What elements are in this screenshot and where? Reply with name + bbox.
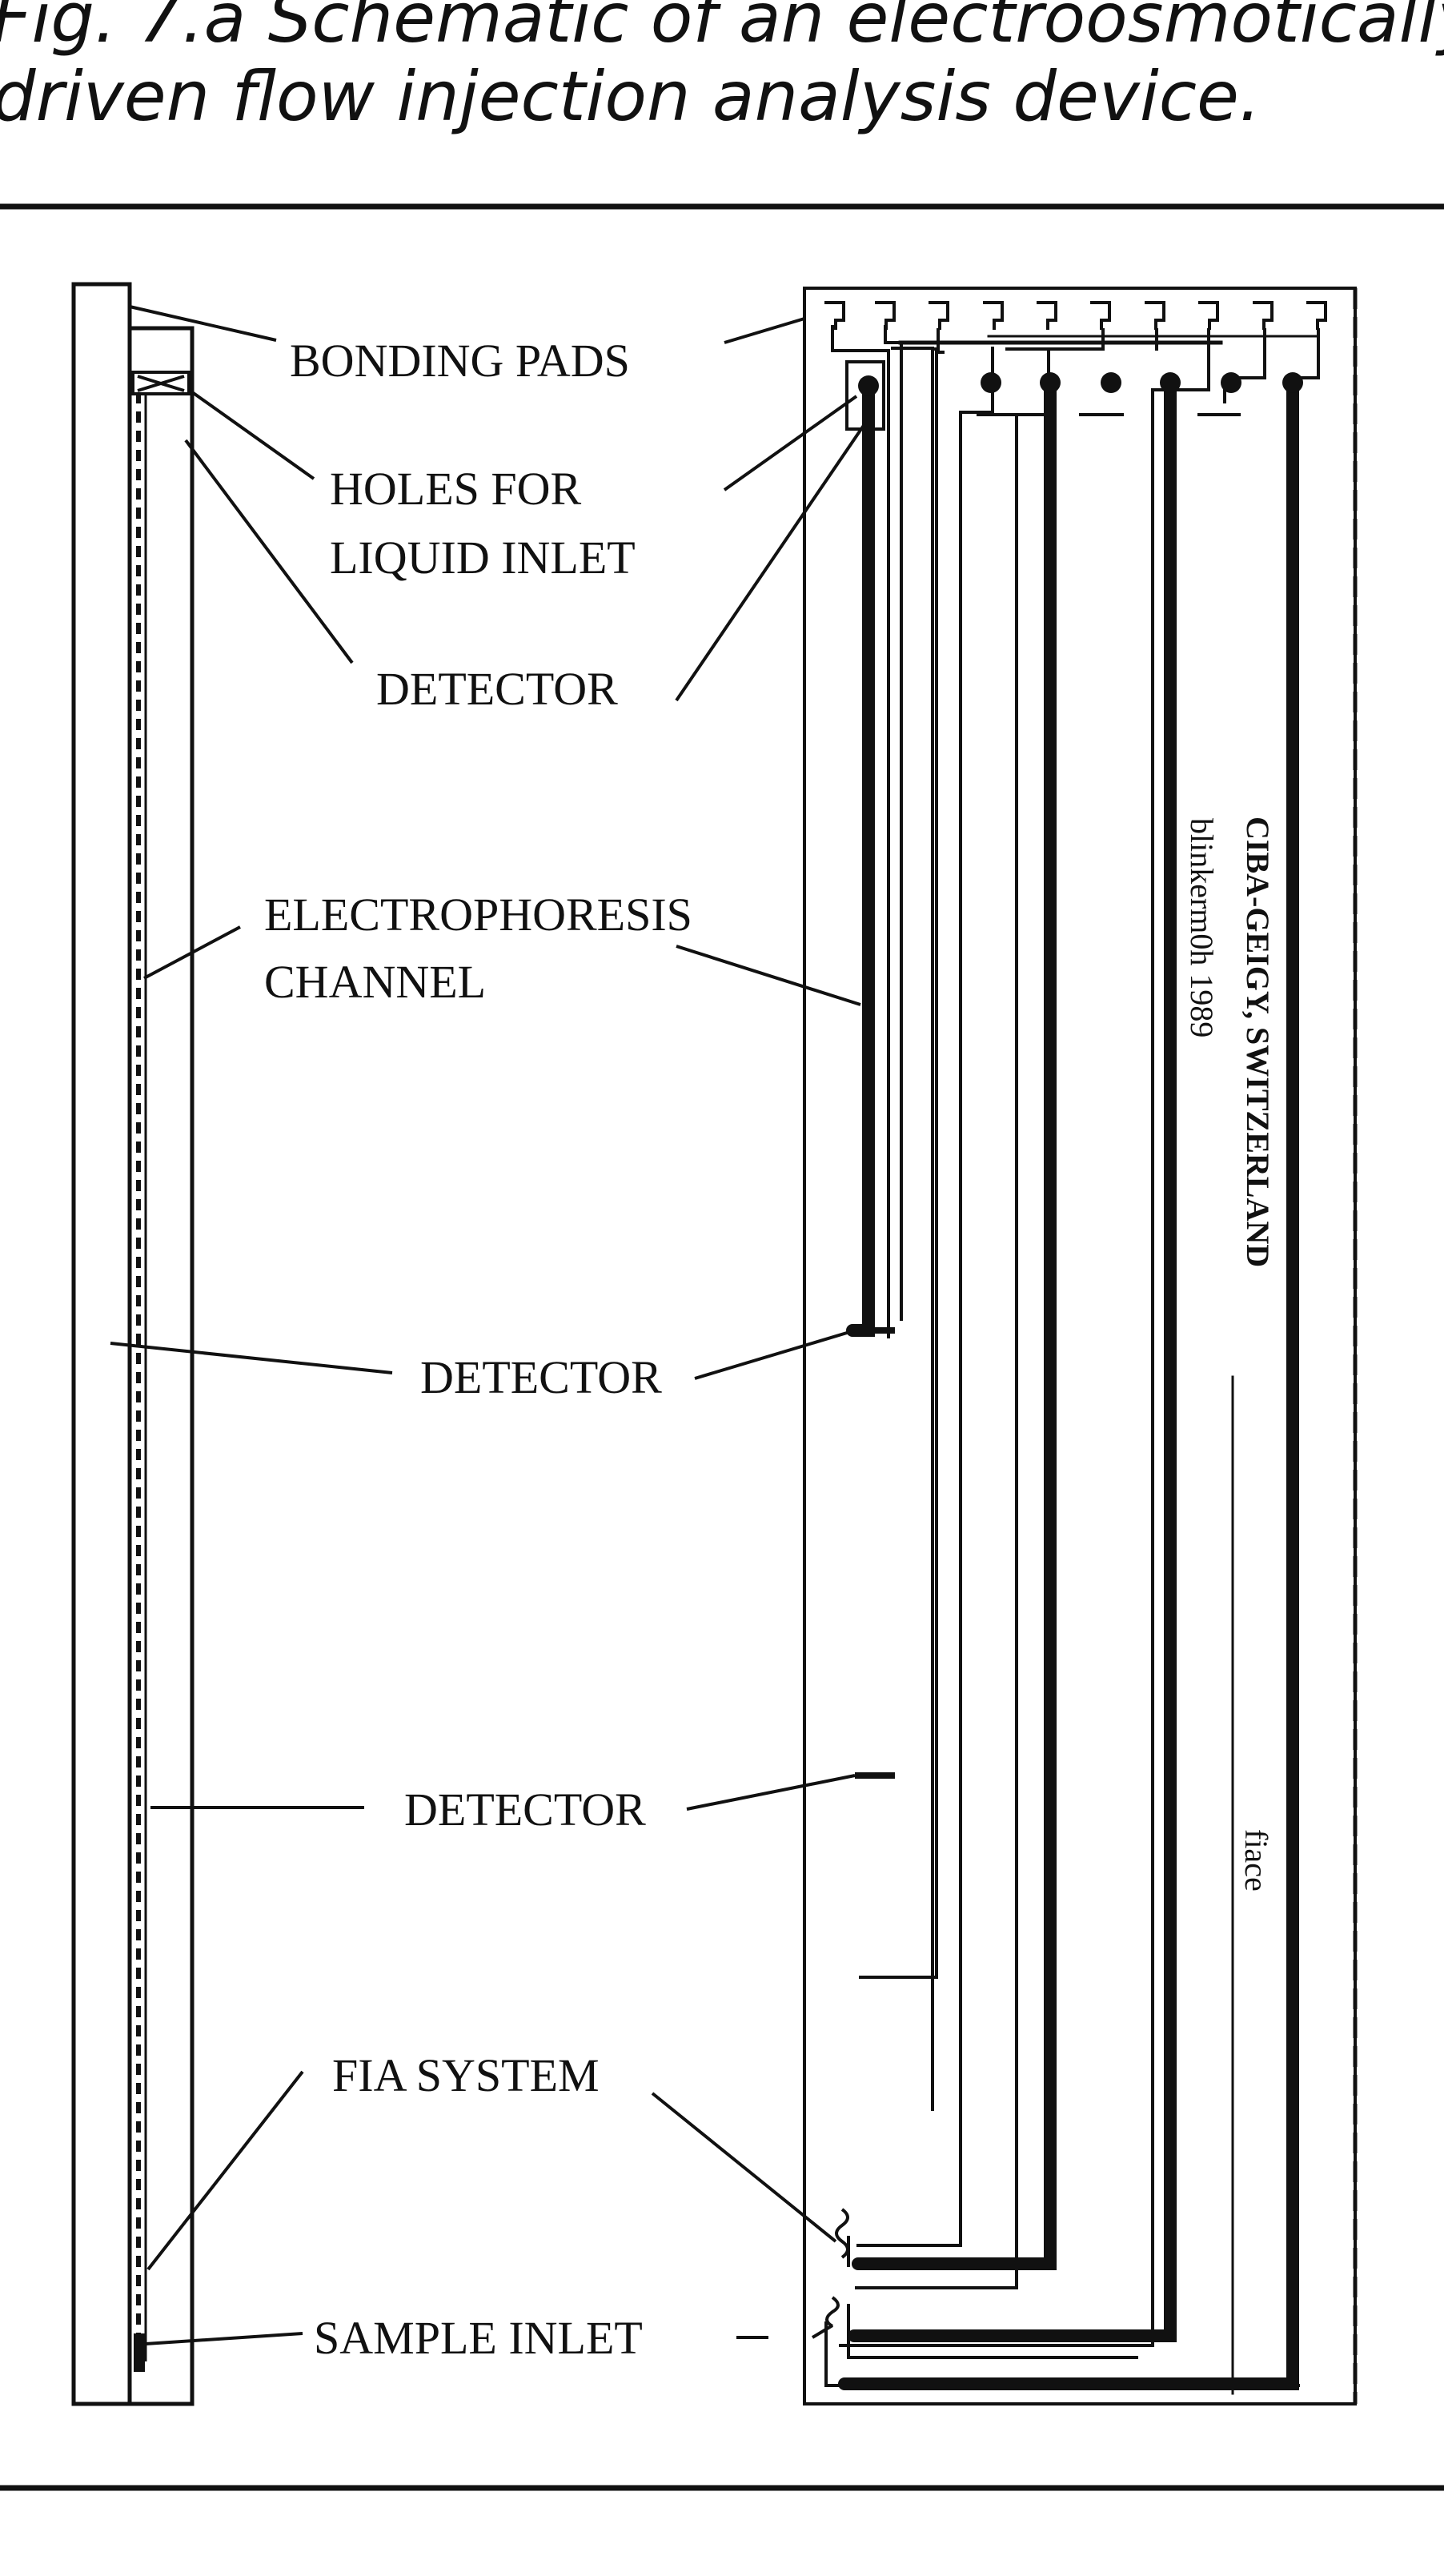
label-bonding-pads: BONDING PADS: [290, 335, 630, 387]
label-sample-inlet: SAMPLE INLET: [314, 2312, 643, 2364]
sample-inlet-mark: [825, 2296, 840, 2328]
label-channel-line-2: CHANNEL: [264, 956, 486, 1008]
label-fia-system: FIA SYSTEM: [332, 2049, 600, 2101]
leader-lines: [110, 305, 866, 2345]
label-detector-top: DETECTOR: [376, 663, 618, 715]
electrode-dots: [858, 372, 1303, 396]
bonding-pads: [824, 301, 1327, 330]
label-holes-line-1: HOLES FOR: [330, 463, 582, 515]
label-channel-line-1: ELECTROPHORESIS: [264, 889, 692, 941]
label-holes-line-2: LIQUID INLET: [330, 532, 636, 584]
chip-name-text: fiace: [1238, 1829, 1274, 1892]
thick-electrode-traces: [838, 376, 1299, 2390]
detector-marks: [855, 1327, 895, 1779]
label-detector-low: DETECTOR: [404, 1784, 646, 1836]
chip-author-text: blinkerm0h 1989: [1184, 818, 1220, 1037]
fia-system-mark: [835, 2208, 849, 2259]
label-detector-mid: DETECTOR: [420, 1351, 662, 1403]
figure-caption-line-2: driven flow injection analysis device.: [0, 57, 1261, 137]
electrode-traces: [824, 325, 1320, 2395]
figure-caption-line-1: Fig. 7.a Schematic of an electroosmotica…: [0, 0, 1444, 58]
chip-company-text: CIBA-GEIGY, SWITZERLAND: [1240, 817, 1276, 1267]
